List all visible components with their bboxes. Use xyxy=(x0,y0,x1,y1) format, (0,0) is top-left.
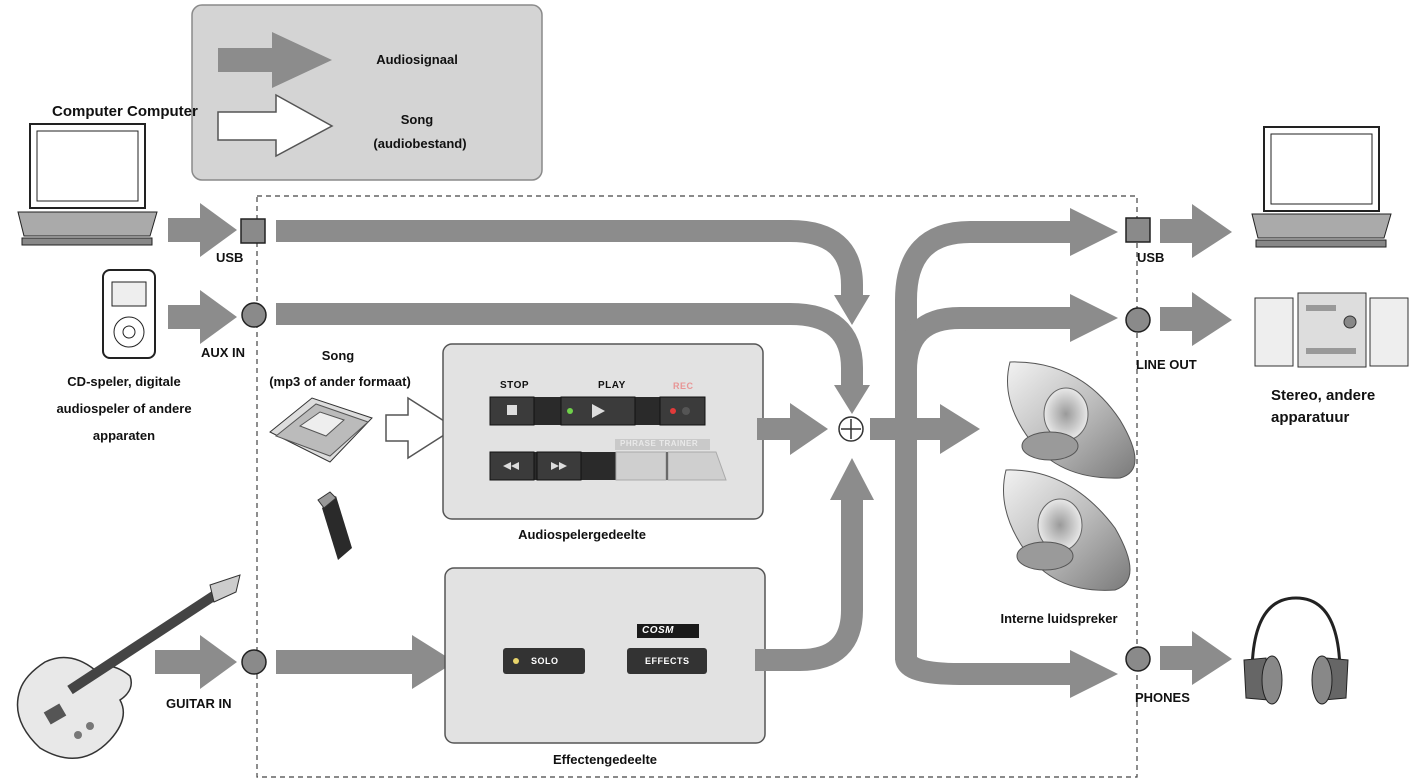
solo-led-icon xyxy=(513,658,519,664)
guitar-in-jack-icon xyxy=(241,649,267,675)
sd-card-icon xyxy=(269,397,373,463)
internal-speaker-label: Interne luidspreker xyxy=(1000,611,1118,626)
headphones-icon xyxy=(1243,596,1349,705)
line-out-label: LINE OUT xyxy=(1136,357,1197,372)
phones-label: PHONES xyxy=(1135,690,1190,705)
line-out-jack-icon xyxy=(1125,307,1151,333)
solo-label: SOLO xyxy=(531,656,559,666)
song-arrow-icon xyxy=(385,396,457,460)
cd-player-label-1: CD-speler, digitale xyxy=(67,374,181,389)
legend-song-sublabel: (audiobestand) xyxy=(373,136,467,151)
stereo-label-2: apparatuur xyxy=(1271,409,1350,426)
effects-button[interactable] xyxy=(627,648,707,674)
legend-box xyxy=(191,4,543,181)
device-boundary xyxy=(256,195,1138,778)
cosm-logo xyxy=(637,624,699,638)
phones-jack-icon xyxy=(1125,646,1151,672)
cd-player-label-2: audiospeler of andere xyxy=(56,401,192,416)
laptop-output-icon xyxy=(1251,126,1392,248)
laptop-input-icon xyxy=(17,123,158,246)
rec-led-icon xyxy=(670,408,676,414)
usb-in-label: USB xyxy=(216,250,244,265)
aux-input-arrow xyxy=(168,290,237,344)
legend-song-label: Song xyxy=(400,112,434,127)
rec-icon xyxy=(682,407,690,415)
player-to-mixer-arrow xyxy=(757,403,828,455)
audio-player-device-icon xyxy=(102,269,156,359)
rewind-icon xyxy=(503,462,519,470)
output-trunk xyxy=(895,221,1080,660)
audio-player-title: Audiospelergedeelte xyxy=(518,527,646,542)
song-source-label: Song xyxy=(321,348,355,363)
usb-in-jack-icon xyxy=(240,218,266,244)
guitar-in-label: GUITAR IN xyxy=(166,696,232,711)
guitar-input-arrow xyxy=(155,635,237,689)
to-speaker-arrow xyxy=(895,404,980,454)
usb-out-label: USB xyxy=(1137,250,1165,265)
cosm-label: COSM xyxy=(642,625,674,636)
effects-to-mixer-line xyxy=(755,495,863,671)
stereo-label-1: Stereo, andere xyxy=(1271,387,1376,404)
speaker-top-icon xyxy=(1007,361,1136,479)
play-icon xyxy=(592,404,605,418)
usb-output-arrow xyxy=(1160,204,1232,258)
phones-output-arrow xyxy=(1160,631,1232,685)
rec-label: REC xyxy=(673,381,694,391)
aux-in-jack-icon xyxy=(241,302,267,328)
aux-to-mixer-line xyxy=(276,303,863,392)
effects-title: Effectengedeelte xyxy=(552,752,658,767)
computer-label: Computer Computer xyxy=(52,103,198,120)
play-led-icon xyxy=(567,408,573,414)
stop-label: STOP xyxy=(500,380,530,391)
legend-audio-label: Audiosignaal xyxy=(376,52,458,67)
effects-label: EFFECTS xyxy=(645,656,690,666)
effects-panel xyxy=(444,567,766,744)
legend-song-arrow-icon xyxy=(217,93,334,158)
legend-audio-arrow-icon xyxy=(218,32,332,88)
usb-to-mixer-line xyxy=(276,220,863,300)
song-source-sublabel: (mp3 of ander formaat) xyxy=(269,374,411,389)
line-out-arrow xyxy=(1160,292,1232,346)
speaker-bottom-icon xyxy=(1003,469,1131,591)
phrase-trainer-label: PHRASE TRAINER xyxy=(620,439,699,448)
usb-out-jack-icon xyxy=(1125,217,1151,243)
play-label: PLAY xyxy=(598,380,626,391)
aux-in-label: AUX IN xyxy=(201,345,246,360)
stop-icon xyxy=(507,405,517,415)
phrase-trainer-button-a[interactable] xyxy=(615,451,667,481)
cd-player-label-3: apparaten xyxy=(92,428,156,443)
guitar-to-effects-arrow xyxy=(276,635,455,689)
solo-button[interactable] xyxy=(503,648,585,674)
phrase-trainer-button-b[interactable] xyxy=(667,451,727,481)
fast-forward-icon xyxy=(551,462,567,470)
usb-stick-icon xyxy=(317,491,352,560)
stereo-system-icon xyxy=(1254,292,1409,368)
guitar-icon xyxy=(16,574,241,759)
computer-input-arrow xyxy=(168,203,237,257)
audio-player-panel xyxy=(442,343,764,520)
